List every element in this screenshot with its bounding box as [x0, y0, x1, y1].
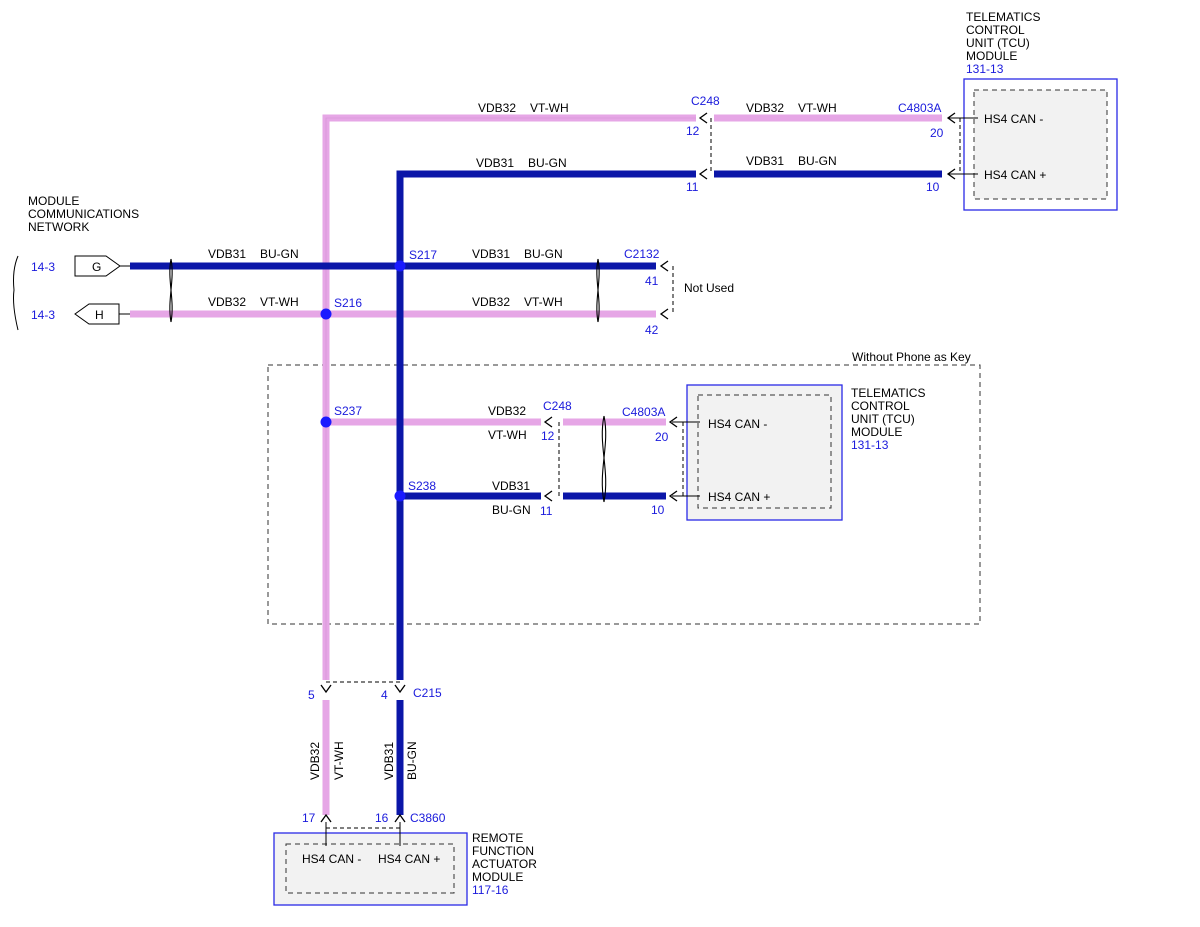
network-ref-g[interactable]: 14-3 — [31, 260, 55, 274]
wire-label-bugn-mid: BU-GN — [492, 503, 531, 517]
connector-chevrons — [320, 112, 956, 823]
splice-s216-dot — [320, 308, 332, 320]
wire-vdb31-main — [396, 170, 696, 680]
wire-label-vdb31-net-right: VDB31 — [472, 247, 510, 261]
pin-5: 5 — [308, 688, 315, 702]
pin-12-mid: 12 — [541, 429, 555, 443]
wire-label-vdb32-vertical: VDB32 — [308, 742, 322, 780]
wire-label-vdb32-net-left: VDB32 — [208, 295, 246, 309]
twisted-pair-markers — [169, 258, 607, 503]
wire-label-bugn-second-left: BU-GN — [528, 156, 567, 170]
pin-16: 16 — [375, 811, 389, 825]
pin-20-mid: 20 — [655, 430, 669, 444]
connector-h-label: H — [95, 308, 104, 322]
network-ref-bracket — [13, 255, 19, 331]
pin-11-mid: 11 — [540, 504, 553, 518]
wire-label-bugn-vertical: BU-GN — [405, 741, 419, 780]
connector-c4803a-top[interactable]: C4803A — [898, 101, 941, 115]
vt-wh-wires — [130, 114, 942, 815]
connector-c248-mid[interactable]: C248 — [543, 399, 572, 413]
wire-label-vdb31-net-left: VDB31 — [208, 247, 246, 261]
tcu-mid-title: TELEMATICS CONTROL UNIT (TCU) MODULE — [851, 386, 929, 439]
connector-c215[interactable]: C215 — [413, 686, 442, 700]
pin-10-mid: 10 — [651, 503, 665, 517]
pin-12-top: 12 — [686, 124, 700, 138]
pin-10-top: 10 — [926, 180, 940, 194]
rfa-pin-plus: HS4 CAN + — [378, 852, 440, 866]
connector-g-shape — [74, 255, 121, 277]
tcu-top-ref[interactable]: 131-13 — [966, 62, 1004, 76]
tcu-mid-ref[interactable]: 131-13 — [851, 438, 889, 452]
splice-s217-label[interactable]: S217 — [409, 248, 437, 262]
wire-label-vtwh-top-left: VT-WH — [530, 101, 569, 115]
tcu-mid-pin-minus: HS4 CAN - — [708, 417, 767, 431]
pin-11-top: 11 — [686, 180, 699, 194]
wire-label-vdb31-mid: VDB31 — [492, 479, 530, 493]
tcu-mid-module — [686, 384, 843, 521]
wire-label-vtwh-net-right: VT-WH — [524, 295, 563, 309]
tcu-top-module — [963, 78, 1118, 211]
bu-gn-wires — [130, 170, 942, 815]
not-used-label: Not Used — [684, 281, 734, 295]
wire-label-vtwh-net-left: VT-WH — [260, 295, 299, 309]
pin-41: 41 — [645, 274, 659, 288]
tcu-mid-pin-plus: HS4 CAN + — [708, 490, 770, 504]
wire-label-vdb32-mid: VDB32 — [488, 404, 526, 418]
wire-label-bugn-net-left: BU-GN — [260, 247, 299, 261]
tcu-top-title: TELEMATICS CONTROL UNIT (TCU) MODULE — [966, 10, 1044, 63]
connector-c2132[interactable]: C2132 — [624, 247, 660, 261]
pin-42: 42 — [645, 323, 659, 337]
wire-label-vtwh-top-right: VT-WH — [798, 101, 837, 115]
wire-label-vdb31-vertical: VDB31 — [382, 742, 396, 780]
pin-4: 4 — [381, 688, 388, 702]
connector-g-label: G — [92, 260, 101, 274]
rfa-pin-minus: HS4 CAN - — [302, 852, 361, 866]
pin-stubs — [325, 117, 978, 846]
connector-c3860[interactable]: C3860 — [410, 811, 446, 825]
tcu-top-pin-minus: HS4 CAN - — [984, 112, 1043, 126]
network-title: MODULE COMMUNICATIONS NETWORK — [28, 194, 142, 234]
splice-s238-label[interactable]: S238 — [408, 479, 436, 493]
rfa-title: REMOTE FUNCTION ACTUATOR MODULE — [472, 831, 540, 884]
rfa-ref[interactable]: 117-16 — [472, 883, 509, 897]
splice-s238-dot — [394, 490, 406, 502]
splice-s217-dot — [394, 260, 406, 272]
wire-vdb32-main — [322, 114, 696, 680]
wire-label-vtwh-mid: VT-WH — [488, 428, 527, 442]
network-ref-h[interactable]: 14-3 — [31, 308, 55, 322]
connector-h-shape — [74, 303, 120, 325]
wire-label-bugn-net-right: BU-GN — [524, 247, 563, 261]
rfa-module — [273, 832, 468, 906]
wire-label-vdb32-net-right: VDB32 — [472, 295, 510, 309]
connector-c248-top[interactable]: C248 — [691, 94, 720, 108]
wire-label-vdb31-second-right: VDB31 — [746, 154, 784, 168]
pin-20-top: 20 — [930, 126, 944, 140]
wire-label-vdb32-top-right: VDB32 — [746, 101, 784, 115]
pin-17: 17 — [302, 811, 316, 825]
wire-label-vdb31-second-left: VDB31 — [476, 156, 514, 170]
connector-dash-links — [326, 118, 961, 829]
without-phone-as-key-region — [267, 364, 981, 625]
tcu-top-pin-plus: HS4 CAN + — [984, 168, 1046, 182]
wire-label-vtwh-vertical: VT-WH — [332, 741, 346, 780]
wire-label-bugn-second-right: BU-GN — [798, 154, 837, 168]
without-phone-as-key-label: Without Phone as Key — [852, 350, 971, 364]
splice-s237-dot — [320, 416, 332, 428]
splice-s237-label[interactable]: S237 — [334, 404, 362, 418]
splice-s216-label[interactable]: S216 — [334, 296, 362, 310]
connector-c4803a-mid[interactable]: C4803A — [622, 405, 665, 419]
wire-label-vdb32-top-left: VDB32 — [478, 101, 516, 115]
